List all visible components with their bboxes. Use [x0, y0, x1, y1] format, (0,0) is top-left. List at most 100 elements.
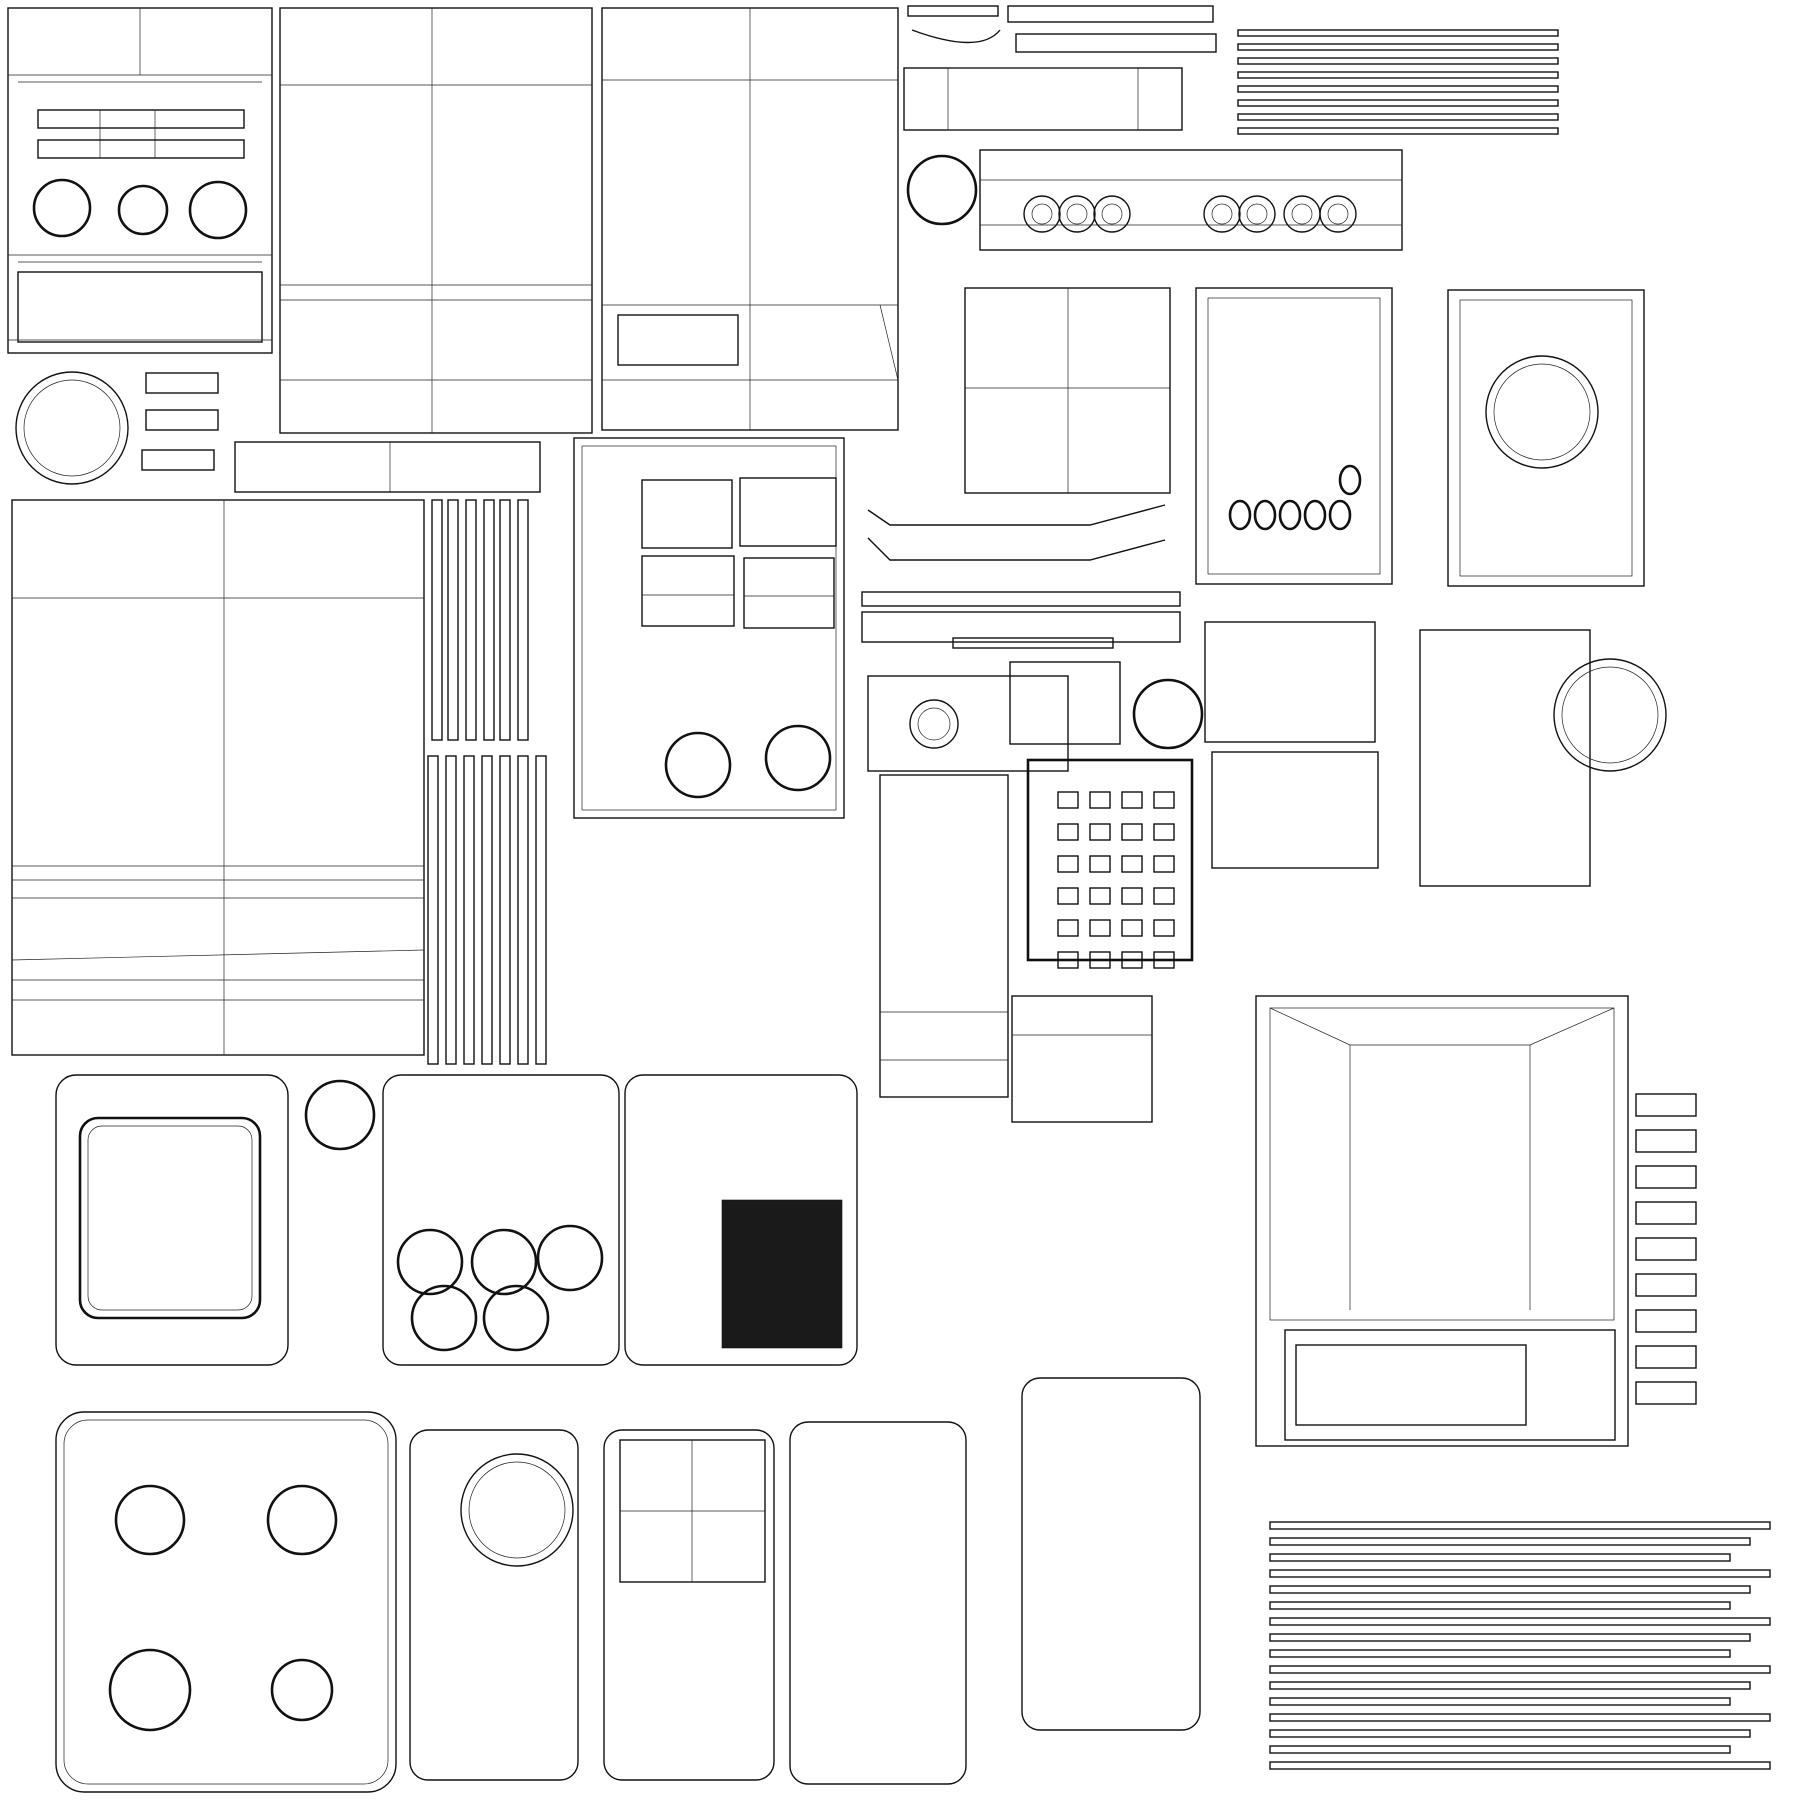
button-cell	[1089, 887, 1111, 905]
button-cell	[1057, 951, 1079, 969]
right-strip	[1635, 1165, 1697, 1189]
square-panel-island	[964, 287, 1171, 494]
horizontal-strip	[1237, 57, 1559, 65]
bottom-strip	[1269, 1745, 1731, 1754]
bottom-strip	[1269, 1761, 1771, 1770]
button-cell	[1153, 951, 1175, 969]
speaker-bar-island	[979, 149, 1403, 251]
right-strip	[1635, 1093, 1697, 1117]
console-island	[1255, 995, 1629, 1447]
tall-island-center	[879, 774, 1153, 1123]
horizontal-strip	[1237, 85, 1559, 93]
button-cell	[1153, 823, 1175, 841]
vertical-strip	[447, 499, 459, 741]
speaker-grille-right	[188, 180, 248, 240]
button-cell	[1153, 855, 1175, 873]
button-cell	[1121, 887, 1143, 905]
burner-pan-island	[55, 1411, 397, 1793]
control-panel-island	[573, 437, 845, 819]
button-cell	[1057, 855, 1079, 873]
speaker-ring-island	[382, 1074, 620, 1366]
bottom-strip	[1269, 1729, 1751, 1738]
front-panel-island	[7, 7, 273, 354]
grille-bottom-left	[304, 1079, 376, 1151]
strip-blocks-top-left	[141, 372, 541, 493]
vertical-strip	[483, 499, 495, 741]
right-strip	[1635, 1273, 1697, 1297]
button-panel-island	[1195, 287, 1393, 585]
horizontal-strip	[1237, 29, 1559, 37]
screen-island-bottom	[603, 1429, 775, 1781]
speaker-grille-left	[32, 178, 92, 238]
right-strip	[1635, 1237, 1697, 1261]
bottom-strip	[1269, 1601, 1731, 1610]
bottom-strip	[1269, 1553, 1731, 1562]
right-strip-stack	[1635, 1093, 1697, 1405]
button-grid-island	[1026, 758, 1194, 969]
button-cell	[1089, 791, 1111, 809]
button-cell	[1057, 823, 1079, 841]
grille-center-right	[764, 724, 832, 792]
horizontal-strips-top-right	[1237, 29, 1559, 135]
round-display-island-b	[1419, 629, 1667, 887]
vertical-strip	[481, 755, 493, 1065]
panel-island-mid-right-a	[1204, 621, 1379, 869]
small-parts-island	[624, 1074, 858, 1366]
right-strip	[1635, 1381, 1697, 1405]
side-panel-island-a	[279, 7, 593, 434]
vertical-strips-cluster	[427, 499, 547, 1065]
right-strip	[1635, 1201, 1697, 1225]
button-cell	[1121, 951, 1143, 969]
bottom-strip	[1269, 1585, 1751, 1594]
ring-island-top-left	[15, 371, 129, 485]
button-cell	[1153, 887, 1175, 905]
speaker-grille-middle	[117, 184, 169, 236]
bottom-strip	[1269, 1649, 1731, 1658]
curved-strips-middle	[861, 504, 1181, 649]
right-strip	[1635, 1309, 1697, 1333]
button-cell	[1153, 791, 1175, 809]
large-back-panel-island	[11, 499, 425, 1056]
button-cell	[1089, 823, 1111, 841]
vertical-strip	[499, 755, 511, 1065]
button-cell	[1121, 919, 1143, 937]
vertical-strip	[445, 755, 457, 1065]
grille-middle-right	[1132, 678, 1204, 750]
vertical-strip	[517, 499, 529, 741]
knob-parts-island	[1021, 1377, 1201, 1731]
bottom-strip	[1269, 1681, 1751, 1690]
bottom-strip	[1269, 1633, 1751, 1642]
grille-top-middle	[906, 154, 978, 226]
button-cell	[1121, 855, 1143, 873]
bottom-strip	[1269, 1617, 1771, 1626]
bottom-strip	[1269, 1697, 1731, 1706]
bottom-strip	[1269, 1713, 1771, 1722]
vertical-strip	[465, 499, 477, 741]
button-cell	[1057, 887, 1079, 905]
vertical-strip	[535, 755, 547, 1065]
button-cell	[1153, 919, 1175, 937]
button-cell	[1057, 791, 1079, 809]
button-cell	[1089, 951, 1111, 969]
tray-island-left	[55, 1074, 289, 1366]
horizontal-strip	[1237, 127, 1559, 135]
vertical-strip	[463, 755, 475, 1065]
bottom-strip	[1269, 1665, 1771, 1674]
bottom-strip	[1269, 1521, 1771, 1530]
knob-strips-island	[789, 1421, 967, 1785]
vertical-strip	[431, 499, 443, 741]
button-cell	[1057, 919, 1079, 937]
horizontal-strip	[1237, 71, 1559, 79]
side-panel-island-b	[601, 7, 899, 431]
button-cell	[1089, 855, 1111, 873]
right-strip	[1635, 1129, 1697, 1153]
horizontal-strip	[1237, 99, 1559, 107]
bottom-strip	[1269, 1569, 1771, 1578]
vertical-strip	[517, 755, 529, 1065]
vertical-strip	[499, 499, 511, 741]
round-display-island	[1447, 289, 1645, 587]
grille-center-left	[664, 731, 732, 799]
button-cell	[1121, 823, 1143, 841]
